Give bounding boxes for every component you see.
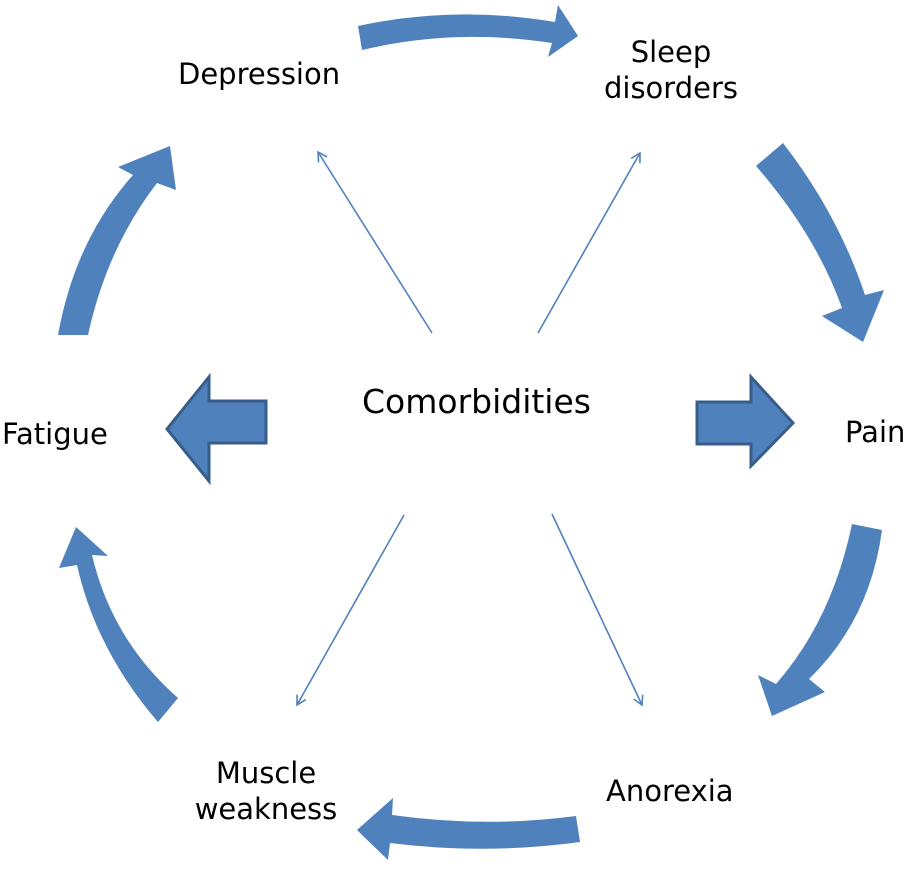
node-anorexia: Anorexia <box>606 774 734 808</box>
node-muscle-weakness: Muscle weakness <box>186 755 346 827</box>
center-label-comorbidities: Comorbidities <box>362 382 591 421</box>
cycle-arrow-anorexia-to-muscle <box>357 798 580 860</box>
cycle-arrow-pain-to-anorexia <box>758 524 882 716</box>
thin-arrow-to-sleep <box>537 151 641 334</box>
node-sleep-line1: Sleep <box>630 35 712 69</box>
block-arrow-left <box>165 372 268 486</box>
thin-arrow-to-depression <box>317 150 433 334</box>
cycle-arrow-sleep-to-pain <box>756 143 884 342</box>
node-pain: Pain <box>845 415 906 449</box>
thin-arrow-to-anorexia <box>551 513 644 707</box>
cycle-arrow-fatigue-to-depression <box>58 146 176 335</box>
node-sleep-disorders: Sleep disorders <box>596 34 746 106</box>
node-depression: Depression <box>178 57 341 91</box>
node-muscle-line2: weakness <box>194 792 338 826</box>
node-fatigue: Fatigue <box>2 417 108 451</box>
thin-arrow-to-muscle <box>296 514 405 707</box>
block-arrow-right <box>695 373 796 470</box>
node-sleep-line2: disorders <box>603 71 738 105</box>
cycle-arrow-muscle-to-fatigue <box>59 527 178 722</box>
cycle-arrow-depression-to-sleep <box>358 5 578 57</box>
node-muscle-line1: Muscle <box>215 756 317 790</box>
